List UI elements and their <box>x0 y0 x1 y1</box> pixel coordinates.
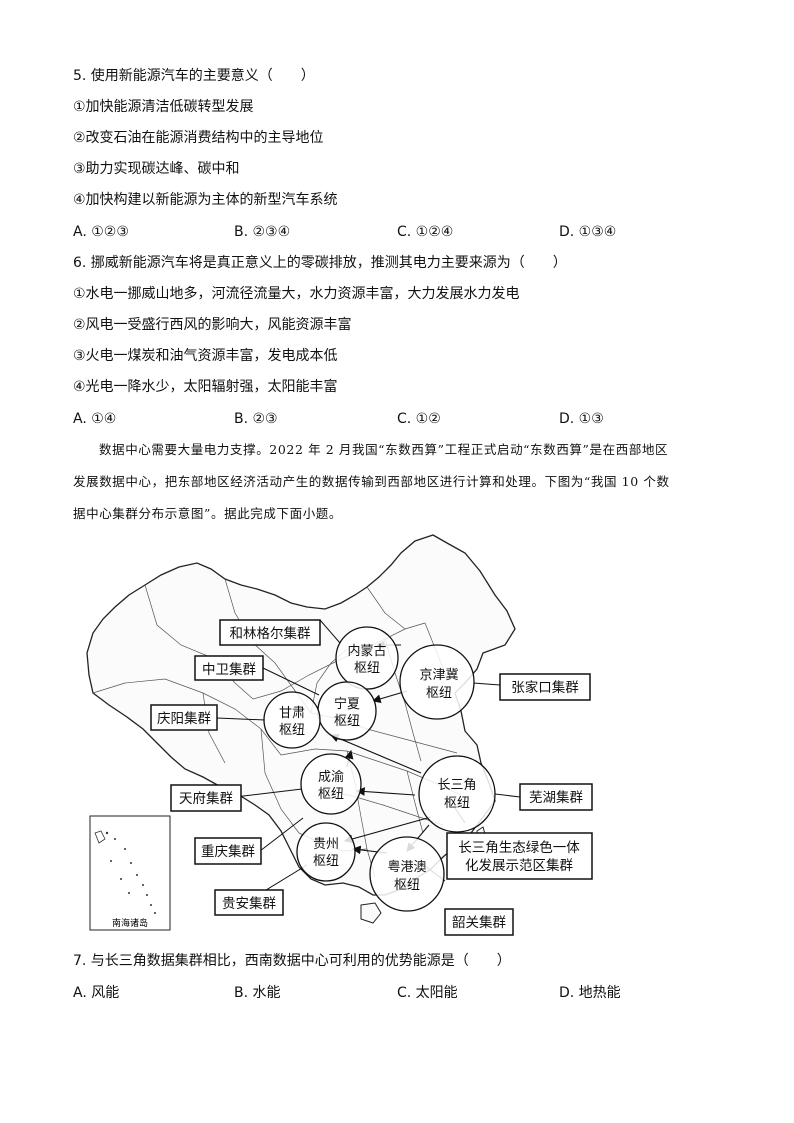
box-zhongwei <box>194 655 264 681</box>
hub-yuegangao-line2: 枢纽 <box>394 878 420 893</box>
box-helingeer <box>219 619 321 646</box>
q6-stem: 6. 挪威新能源汽车将是真正意义上的零碳排放，推测其电力主要来源为（ ） <box>73 255 567 271</box>
q5-option-d[interactable]: D. ①③④ <box>559 224 617 240</box>
hub-labels: 内蒙古 枢纽 京津冀 枢纽 宁夏 枢纽 甘肃 枢纽 成渝 枢纽 长三角 枢纽 贵… <box>279 643 477 893</box>
label-changsanjiao-cluster-line2: 化发展示范区集群 <box>465 858 573 874</box>
hub-changsanjiao-line1: 长三角 <box>437 778 476 793</box>
label-tianfu: 天府集群 <box>179 791 233 807</box>
cluster-boxes <box>150 619 593 936</box>
box-wuhu <box>519 783 593 811</box>
hub-circle-yuegangao <box>369 836 445 912</box>
box-qingyang <box>150 704 218 731</box>
q6-option-d[interactable]: D. ①③ <box>559 411 604 427</box>
hub-ningxia-line2: 枢纽 <box>334 714 360 729</box>
q5-item-2: ②改变石油在能源消费结构中的主导地位 <box>73 130 324 146</box>
label-guian: 贵安集群 <box>222 896 276 912</box>
label-shaoguan: 韶关集群 <box>452 915 506 931</box>
passage-line-1: 数据中心需要大量电力支撑。2022 年 2 月我国“东数西算”工程正式启动“东数… <box>99 442 669 457</box>
hub-jingjinji-line2: 枢纽 <box>426 686 452 701</box>
hub-ningxia-line1: 宁夏 <box>334 696 360 712</box>
passage: 数据中心需要大量电力支撑。2022 年 2 月我国“东数西算”工程正式启动“东数… <box>73 434 733 530</box>
hub-circle-neimenggu <box>335 626 399 690</box>
hub-guizhou-line1: 贵州 <box>313 837 339 852</box>
hub-circle-jingjinji <box>399 644 475 720</box>
label-wuhu: 芜湖集群 <box>529 790 583 806</box>
label-zhongwei: 中卫集群 <box>202 662 256 678</box>
q5-option-b[interactable]: B. ②③④ <box>234 224 291 240</box>
box-shaoguan <box>444 908 514 936</box>
hub-yuegangao-line1: 粤港澳 <box>387 859 426 875</box>
data-center-cluster-map: 南海诸岛 内蒙古 枢纽 京津冀 枢 <box>86 534 593 936</box>
hub-jingjinji-line1: 京津冀 <box>419 667 458 683</box>
cluster-labels: 和林格尔集群 中卫集群 庆阳集群 天府集群 重庆集群 贵安集群 张家口集群 芜湖… <box>157 626 583 931</box>
hub-circle-changsanjiao <box>418 755 496 833</box>
q6-option-b[interactable]: B. ②③ <box>234 411 278 427</box>
q7-option-d[interactable]: D. 地热能 <box>559 985 621 1001</box>
q6-item-4: ④光电一降水少，太阳辐射强，太阳能丰富 <box>73 379 338 395</box>
hub-chengyu-line2: 枢纽 <box>318 787 344 802</box>
q7-option-b[interactable]: B. 水能 <box>234 985 281 1001</box>
hub-circle-gansu <box>263 691 321 749</box>
hub-neimenggu-line2: 枢纽 <box>354 661 380 676</box>
inset-islands <box>105 831 156 914</box>
box-tianfu <box>170 784 242 812</box>
q7-stem: 7. 与长三角数据集群相比，西南数据中心可利用的优势能源是（ ） <box>73 953 511 969</box>
box-chongqing <box>194 837 262 865</box>
hub-gansu-line1: 甘肃 <box>279 706 305 721</box>
box-changsanjiao-cluster <box>446 832 593 880</box>
label-qingyang: 庆阳集群 <box>157 711 211 727</box>
q5-item-4: ④加快构建以新能源为主体的新型汽车系统 <box>73 192 338 208</box>
box-guian <box>214 889 284 916</box>
hub-circle-guizhou <box>296 822 356 882</box>
q7-option-a[interactable]: A. 风能 <box>73 985 120 1001</box>
label-zhangjiakou: 张家口集群 <box>511 679 579 696</box>
hub-neimenggu-line1: 内蒙古 <box>347 643 386 659</box>
hub-chengyu-line1: 成渝 <box>318 769 344 785</box>
box-zhangjiakou <box>499 673 591 701</box>
hub-guizhou-line2: 枢纽 <box>313 854 339 869</box>
passage-line-2: 发展数据中心，把东部地区经济活动产生的数据传输到西部地区进行计算和处理。下图为“… <box>73 474 670 489</box>
label-changsanjiao-cluster-line1: 长三角生态绿色一体 <box>458 839 580 856</box>
q6-item-3: ③火电一煤炭和油气资源丰富，发电成本低 <box>73 348 338 364</box>
label-chongqing: 重庆集群 <box>201 844 255 860</box>
q7-option-c[interactable]: C. 太阳能 <box>397 985 458 1001</box>
q6-item-2: ②风电一受盛行西风的影响大，风能资源丰富 <box>73 317 352 333</box>
q5-option-c[interactable]: C. ①②④ <box>397 224 454 240</box>
hainan-island <box>360 902 382 924</box>
inset-label: 南海诸岛 <box>112 917 148 929</box>
q6-option-a[interactable]: A. ①④ <box>73 411 117 427</box>
q5-item-1: ①加快能源清洁低碳转型发展 <box>73 99 254 115</box>
hub-circles <box>263 626 496 912</box>
hub-gansu-line2: 枢纽 <box>279 723 305 738</box>
q5-item-3: ③助力实现碳达峰、碳中和 <box>73 161 240 177</box>
q5-option-a[interactable]: A. ①②③ <box>73 224 129 240</box>
hub-changsanjiao-line2: 枢纽 <box>444 796 470 811</box>
q6-option-c[interactable]: C. ①② <box>397 411 441 427</box>
q5-stem: 5. 使用新能源汽车的主要意义（ ） <box>73 68 315 84</box>
q6-item-1: ①水电一挪威山地多，河流径流量大，水力资源丰富，大力发展水力发电 <box>73 286 520 302</box>
label-helingeer: 和林格尔集群 <box>230 626 311 642</box>
hub-circle-chengyu <box>300 753 362 815</box>
passage-line-3: 据中心集群分布示意图”。据此完成下面小题。 <box>73 506 342 521</box>
inset-coast <box>94 830 106 844</box>
